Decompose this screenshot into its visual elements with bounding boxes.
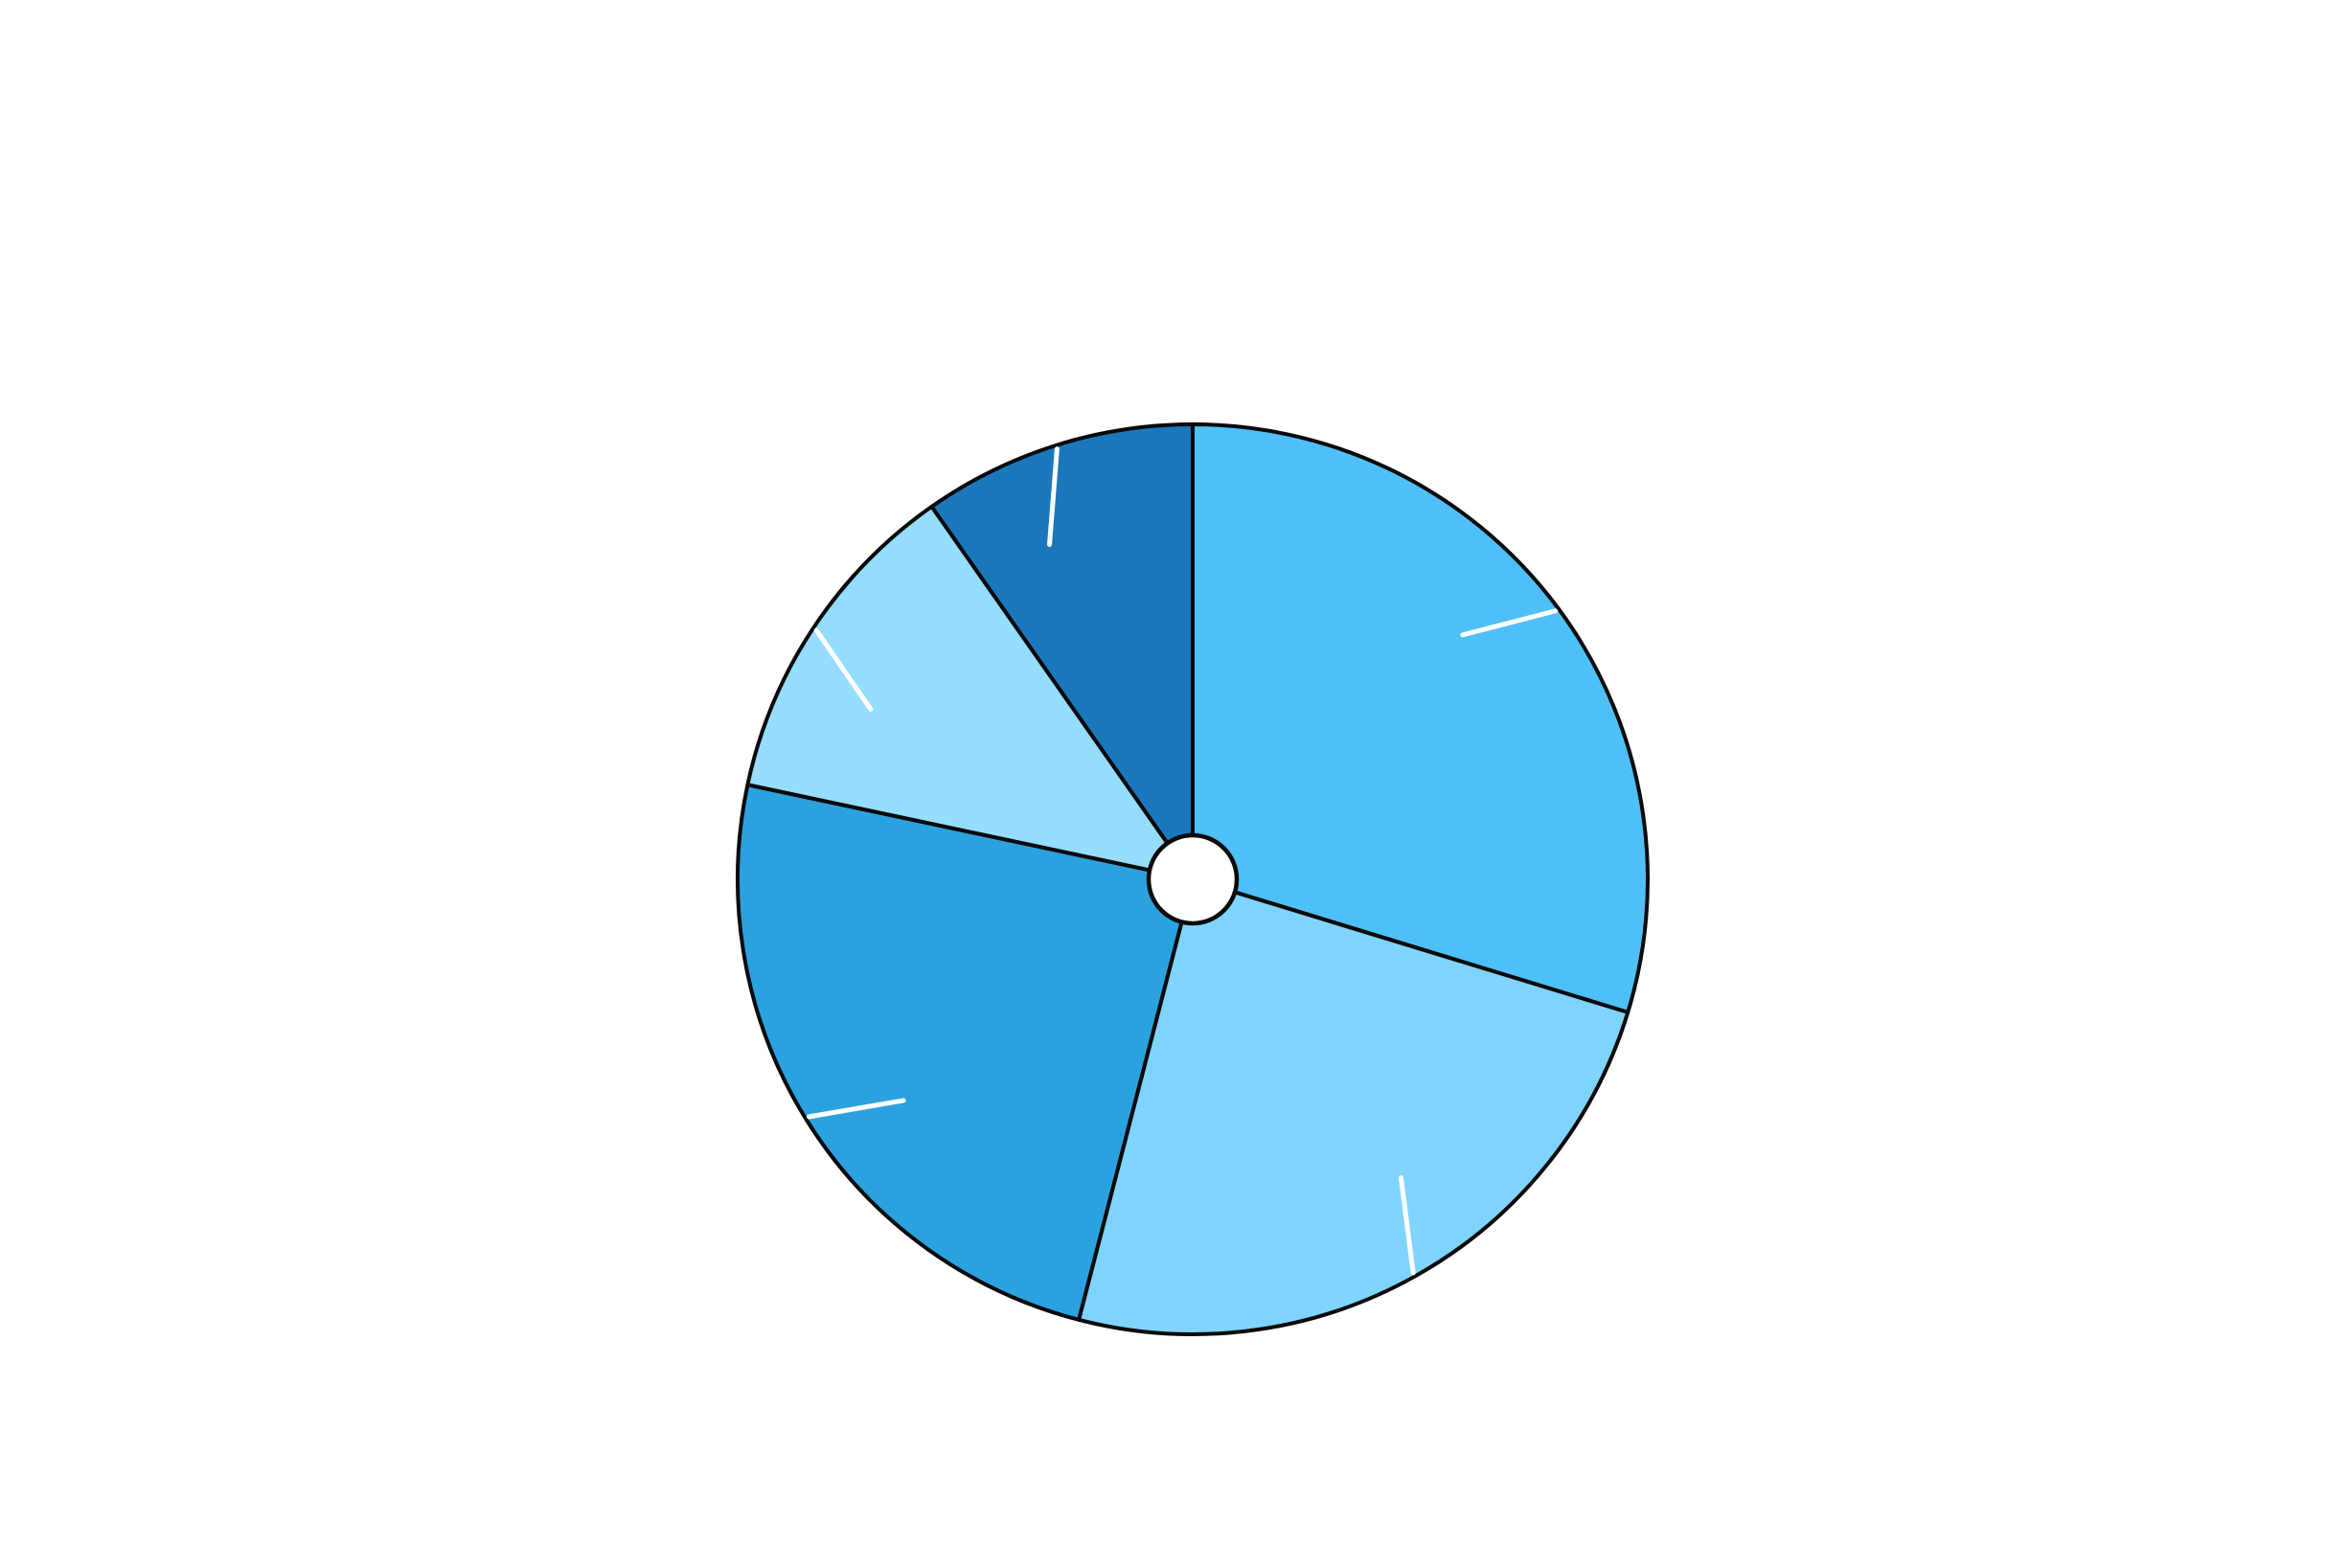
- leader-line-group: [806, 446, 1559, 1276]
- leader-line-3: [806, 1098, 906, 1120]
- leader-line-1: [1460, 608, 1559, 638]
- donut-center-hub: [1146, 832, 1240, 926]
- leader-line-5: [1047, 446, 1060, 547]
- pie-wedge-group: [736, 422, 1650, 1336]
- leader-line-4: [813, 627, 874, 712]
- leader-line-2: [1399, 1175, 1416, 1276]
